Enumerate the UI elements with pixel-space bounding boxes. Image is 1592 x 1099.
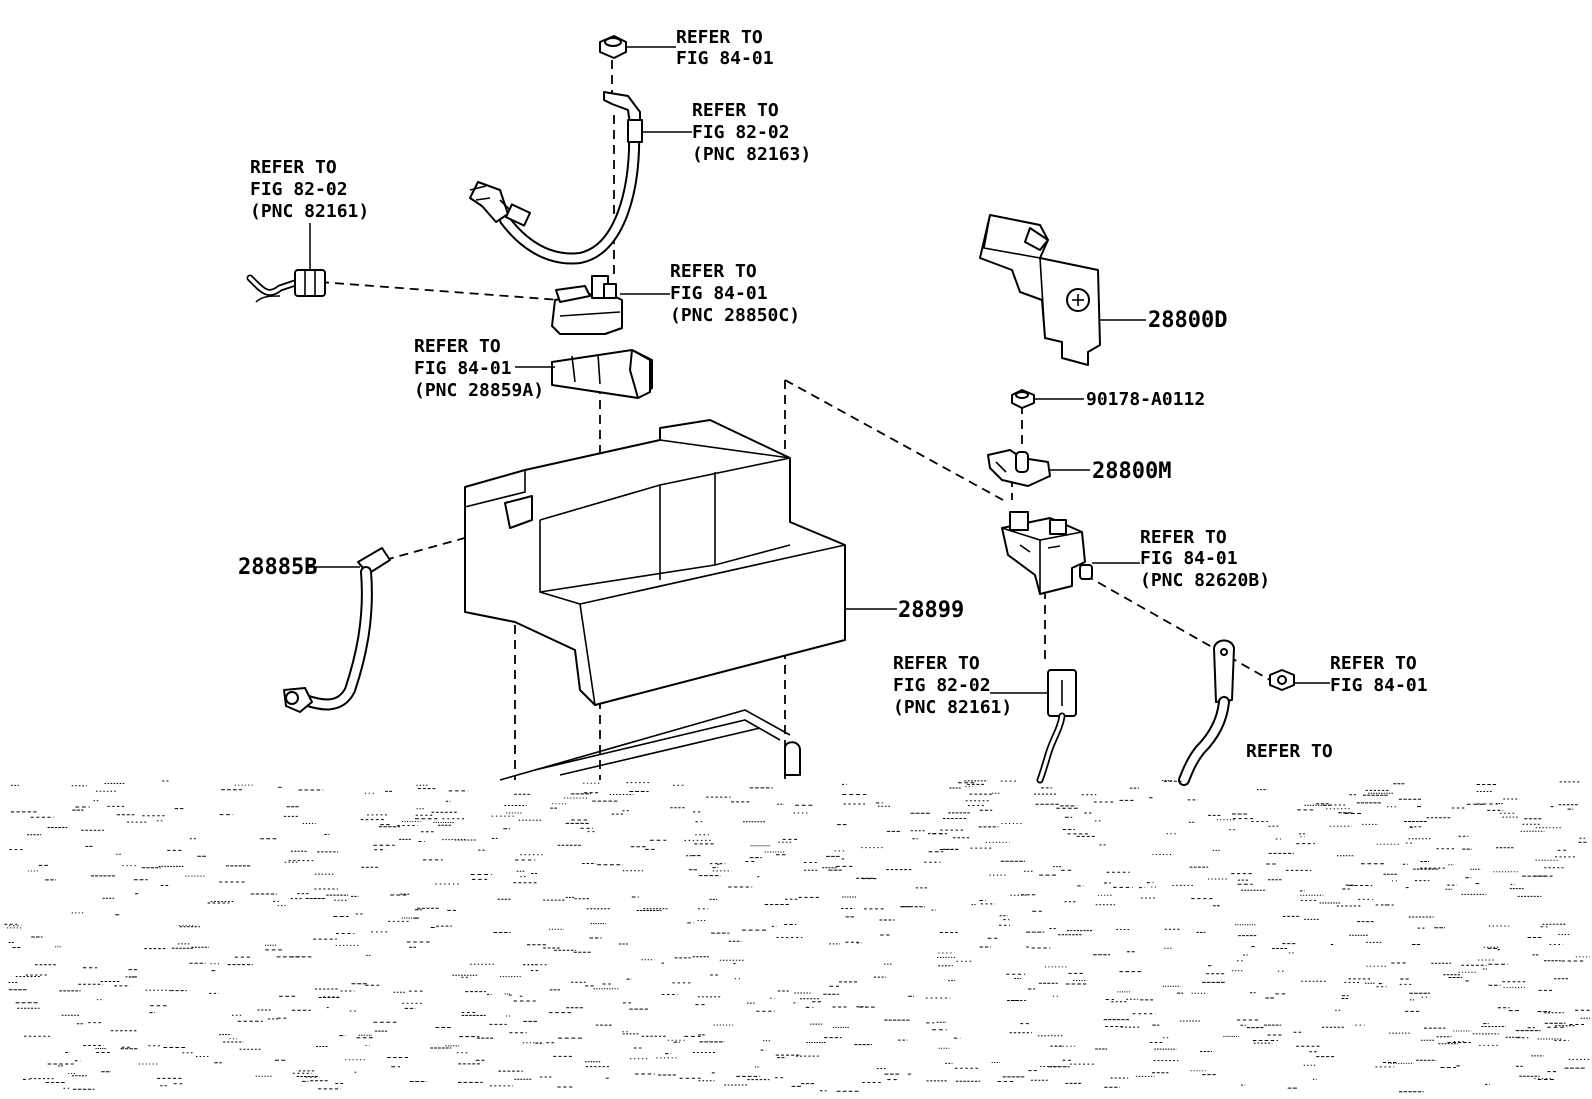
part-number-28800m: 28800M [1092, 459, 1171, 484]
callout-line: REFER TO [692, 100, 779, 121]
callout-line: FIG 82-02 [250, 179, 348, 200]
clamp-82620b-part [1001, 511, 1093, 595]
bolt-90178-part [1011, 389, 1035, 409]
part-number-90178: 90178-A0112 [1086, 389, 1205, 410]
harness-82161-right-part [1036, 669, 1077, 784]
callout-line: FIG 84-01 [1330, 675, 1428, 696]
part-number-28899: 28899 [898, 598, 964, 623]
callout-ref-cut-off: REFER TO [1246, 741, 1333, 762]
right-nut-part [1269, 669, 1295, 691]
battery-tray-28899-part [464, 419, 846, 781]
callout-line: FIG 82-02 [692, 122, 790, 143]
hose-28885b-part [283, 547, 391, 713]
callout-line: FIG 84-01 [670, 283, 768, 304]
leader-lines [306, 46, 1330, 694]
callout-ref-nut-right: REFER TO FIG 84-01 [1330, 653, 1428, 696]
degraded-scan-region [4, 780, 1590, 1093]
callout-line: REFER TO [250, 157, 337, 178]
callout-line: REFER TO [893, 653, 980, 674]
assembly-dash-lines [319, 60, 1271, 780]
top-nut-part [599, 35, 627, 59]
callout-line: (PNC 28859A) [414, 380, 544, 401]
callout-ref-harness-82161-left: REFER TO FIG 82-02 (PNC 82161) [250, 157, 369, 222]
battery-cable-82163-part [469, 91, 643, 265]
callout-ref-nut-top: REFER TO FIG 84-01 [676, 27, 774, 69]
callout-ref-harness-82161-right: REFER TO FIG 82-02 (PNC 82161) [893, 653, 1012, 718]
callout-ref-cover-28859a: REFER TO FIG 84-01 (PNC 28859A) [414, 336, 544, 401]
callout-line: FIG 84-01 [414, 358, 512, 379]
callout-ref-clamp-28850c: REFER TO FIG 84-01 (PNC 28850C) [670, 261, 800, 326]
fusebox-28800d-part [979, 214, 1101, 366]
callout-line: REFER TO [1330, 653, 1417, 674]
callout-line: REFER TO [1246, 741, 1333, 762]
callout-line: REFER TO [670, 261, 757, 282]
callout-line: (PNC 82620B) [1140, 570, 1270, 591]
callout-line: FIG 82-02 [893, 675, 991, 696]
callout-line: (PNC 82163) [692, 144, 811, 165]
bracket-28800m-part [987, 449, 1051, 487]
part-number-28885b: 28885B [238, 555, 317, 580]
cover-28859a-part [551, 349, 653, 399]
part-number-28800d: 28800D [1148, 308, 1227, 333]
callout-line: (PNC 28850C) [670, 305, 800, 326]
callout-line: REFER TO [676, 27, 763, 48]
callout-line: FIG 84-01 [676, 48, 774, 69]
callout-line: (PNC 82161) [250, 201, 369, 222]
harness-82161-left-part [246, 269, 326, 303]
callout-line: REFER TO [414, 336, 501, 357]
callout-line: REFER TO [1140, 527, 1227, 548]
callout-ref-cable-82163: REFER TO FIG 82-02 (PNC 82163) [692, 100, 811, 165]
callout-ref-clamp-82620b: REFER TO FIG 84-01 (PNC 82620B) [1140, 527, 1270, 591]
callout-line: FIG 84-01 [1140, 548, 1238, 569]
callout-line: (PNC 82161) [893, 697, 1012, 718]
battery-cable-right-part [1178, 639, 1235, 786]
clamp-28850c-part [551, 275, 623, 335]
